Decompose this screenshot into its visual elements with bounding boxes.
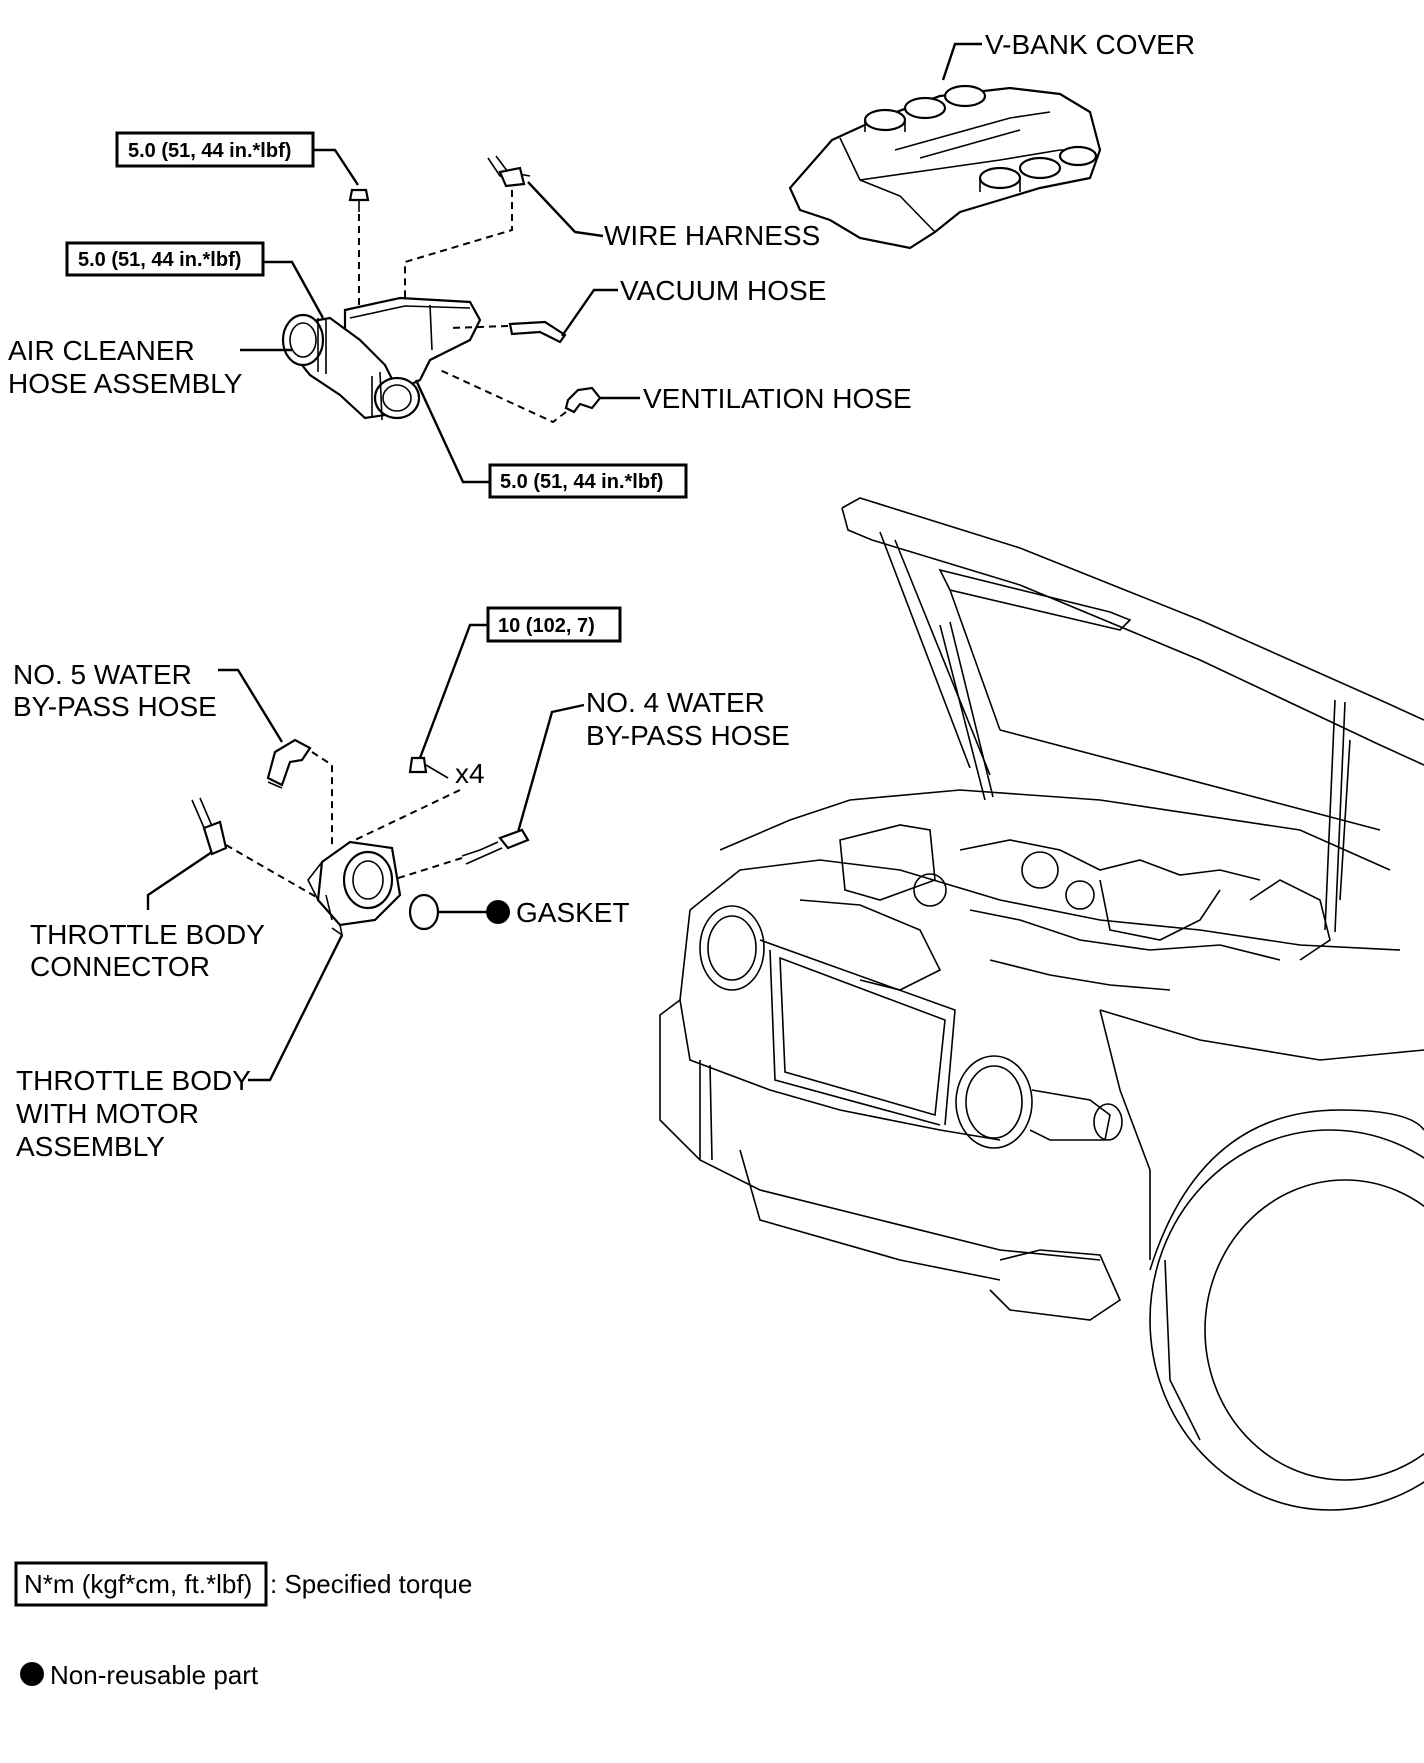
gasket-part bbox=[408, 893, 440, 931]
torque-clamp-left-leader bbox=[263, 260, 325, 319]
air-cleaner-label-line2: HOSE ASSEMBLY bbox=[8, 368, 243, 399]
throttle-bolt-icon bbox=[408, 756, 449, 779]
bolt-count-label: x4 bbox=[455, 758, 485, 789]
throttle-bolt-guide bbox=[354, 789, 461, 841]
no4-water-hose-label-line2: BY-PASS HOSE bbox=[586, 720, 790, 751]
throttle-body-connector-label-line1: THROTTLE BODY bbox=[30, 919, 265, 950]
vacuum-hose-leader bbox=[561, 288, 618, 337]
no4-water-hose-label-line1: NO. 4 WATER bbox=[586, 687, 765, 718]
ventilation-hose-label: VENTILATION HOSE bbox=[643, 383, 912, 414]
ventilation-hose-guide bbox=[439, 369, 567, 424]
torque-bolt-top-value: 5.0 (51, 44 in.*lbf) bbox=[128, 140, 291, 162]
gasket-label: GASKET bbox=[516, 897, 630, 928]
no5-water-hose-leader bbox=[218, 668, 284, 743]
no5-water-hose-guide bbox=[311, 751, 333, 845]
torque-box-bolt-top bbox=[115, 131, 315, 168]
wire-harness-leader bbox=[527, 181, 604, 238]
throttle-body-label-line3: ASSEMBLY bbox=[16, 1131, 165, 1162]
vacuum-hose-part bbox=[508, 320, 567, 344]
torque-box-clamp-left bbox=[65, 241, 265, 277]
throttle-body-connector-part bbox=[191, 797, 228, 856]
air-cleaner-label-line1: AIR CLEANER bbox=[8, 335, 195, 366]
throttle-body-connector-label-line2: CONNECTOR bbox=[30, 951, 210, 982]
legend-torque-box bbox=[14, 1561, 268, 1607]
throttle-body-connector-leader bbox=[146, 851, 213, 910]
air-cleaner-hose-part bbox=[281, 296, 482, 421]
v-bank-cover-part bbox=[788, 84, 1102, 250]
no4-water-hose-guide bbox=[391, 857, 463, 881]
torque-clamp-left-value: 5.0 (51, 44 in.*lbf) bbox=[78, 249, 241, 271]
no5-water-hose-label-line2: BY-PASS HOSE bbox=[13, 691, 217, 722]
wire-harness-label: WIRE HARNESS bbox=[604, 220, 820, 251]
throttle-body-label-line2: WITH MOTOR bbox=[16, 1098, 199, 1129]
no4-water-hose-part bbox=[461, 828, 530, 865]
wire-harness-guide bbox=[404, 190, 513, 300]
vehicle-illustration bbox=[659, 497, 1424, 1511]
no5-water-hose-part bbox=[266, 738, 312, 789]
bolt-top-icon bbox=[348, 188, 370, 212]
v-bank-cover-label: V-BANK COVER bbox=[985, 29, 1195, 60]
torque-clamp-right-value: 5.0 (51, 44 in.*lbf) bbox=[500, 471, 663, 493]
ventilation-hose-part bbox=[564, 386, 602, 414]
v-bank-cover-leader bbox=[941, 42, 982, 81]
legend-non-reusable-icon bbox=[20, 1662, 44, 1686]
throttle-body-part bbox=[307, 840, 402, 937]
non-reusable-icon bbox=[486, 900, 510, 924]
legend-torque-desc: : Specified torque bbox=[270, 1569, 472, 1599]
throttle-body-label-line1: THROTTLE BODY bbox=[16, 1065, 251, 1096]
no4-water-hose-leader bbox=[516, 703, 585, 833]
wire-harness-part bbox=[487, 155, 531, 188]
throttle-body-connector-guide bbox=[225, 844, 319, 899]
legend-non-reusable-desc: Non-reusable part bbox=[50, 1660, 259, 1690]
torque-bolt-top-leader bbox=[313, 148, 360, 186]
no5-water-hose-label-line1: NO. 5 WATER bbox=[13, 659, 192, 690]
torque-clamp-right-leader bbox=[414, 379, 490, 484]
torque-box-clamp-right bbox=[488, 463, 688, 499]
throttle-body-leader bbox=[248, 934, 344, 1082]
torque-throttle-bolts-leader bbox=[418, 623, 488, 759]
vacuum-hose-guide bbox=[449, 325, 509, 329]
vacuum-hose-label: VACUUM HOSE bbox=[620, 275, 826, 306]
legend-torque-unit: N*m (kgf*cm, ft.*lbf) bbox=[24, 1569, 252, 1599]
torque-box-throttle-bolts bbox=[486, 606, 622, 643]
torque-throttle-bolts-value: 10 (102, 7) bbox=[498, 615, 595, 637]
